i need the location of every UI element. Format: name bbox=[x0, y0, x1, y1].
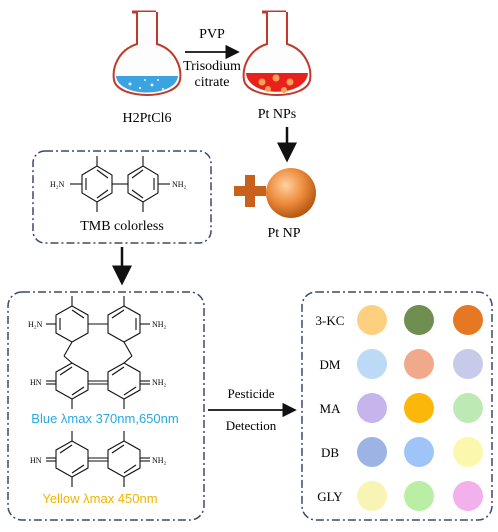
array-spot bbox=[453, 305, 483, 335]
array-spot bbox=[404, 437, 434, 467]
yellow-caption: Yellow λmax 450nm bbox=[42, 491, 157, 506]
ctc-mid-right-amine: NH₂ bbox=[152, 378, 167, 387]
detection-line1: Pesticide bbox=[228, 386, 275, 401]
array-spot bbox=[453, 393, 483, 423]
product-label: Pt NPs bbox=[258, 107, 297, 122]
array-spot bbox=[453, 481, 483, 511]
sensor-array-box bbox=[301, 291, 493, 521]
plus-icon bbox=[234, 175, 266, 207]
array-spot bbox=[453, 349, 483, 379]
tmb-structure bbox=[70, 156, 170, 212]
array-spot bbox=[357, 437, 387, 467]
pt-np-label: Pt NP bbox=[267, 226, 300, 241]
array-spot bbox=[453, 437, 483, 467]
array-row-label: GLY bbox=[317, 489, 343, 504]
ctc-mid-left-amine: HN bbox=[30, 378, 42, 387]
array-row-label: DM bbox=[320, 357, 341, 372]
tmb-left-amine: H₂N bbox=[50, 180, 65, 189]
reagent-pvp: PVP bbox=[199, 27, 225, 42]
array-row-label: DB bbox=[321, 445, 339, 460]
reagent-trisodium: Trisodium bbox=[183, 59, 241, 74]
flask-product bbox=[242, 10, 312, 96]
oxidized-tmb-box bbox=[7, 291, 205, 521]
reagent-citrate: citrate bbox=[195, 75, 230, 90]
array-spot bbox=[404, 393, 434, 423]
tmb-caption: TMB colorless bbox=[80, 219, 164, 234]
array-row-label: MA bbox=[320, 401, 342, 416]
array-spot bbox=[404, 305, 434, 335]
array-spot bbox=[404, 349, 434, 379]
array-spot bbox=[357, 481, 387, 511]
flask-precursor bbox=[112, 10, 182, 96]
array-spot bbox=[357, 349, 387, 379]
precursor-label: H2PtCl6 bbox=[122, 111, 171, 126]
tmb-right-amine: NH₂ bbox=[172, 180, 187, 189]
diimine-right-amine: NH₂ bbox=[152, 456, 167, 465]
blue-caption: Blue λmax 370nm,650nm bbox=[31, 411, 178, 426]
pt-np-sphere bbox=[266, 168, 316, 218]
array-spot bbox=[404, 481, 434, 511]
array-spot bbox=[357, 393, 387, 423]
array-row-label: 3-KC bbox=[316, 313, 345, 328]
detection-line2: Detection bbox=[226, 418, 277, 433]
ctc-top-structure bbox=[46, 296, 150, 357]
ctc-mid-structure bbox=[46, 355, 150, 409]
diimine-left-amine: HN bbox=[30, 456, 42, 465]
sensor-array: 3-KC DM MA DB GLY bbox=[316, 305, 483, 511]
tmb-box bbox=[32, 150, 212, 244]
ctc-top-left-amine: H₂N bbox=[28, 320, 43, 329]
diimine-structure bbox=[46, 431, 150, 487]
ctc-top-right-amine: NH₂ bbox=[152, 320, 167, 329]
array-spot bbox=[357, 305, 387, 335]
red-solution bbox=[246, 73, 308, 92]
